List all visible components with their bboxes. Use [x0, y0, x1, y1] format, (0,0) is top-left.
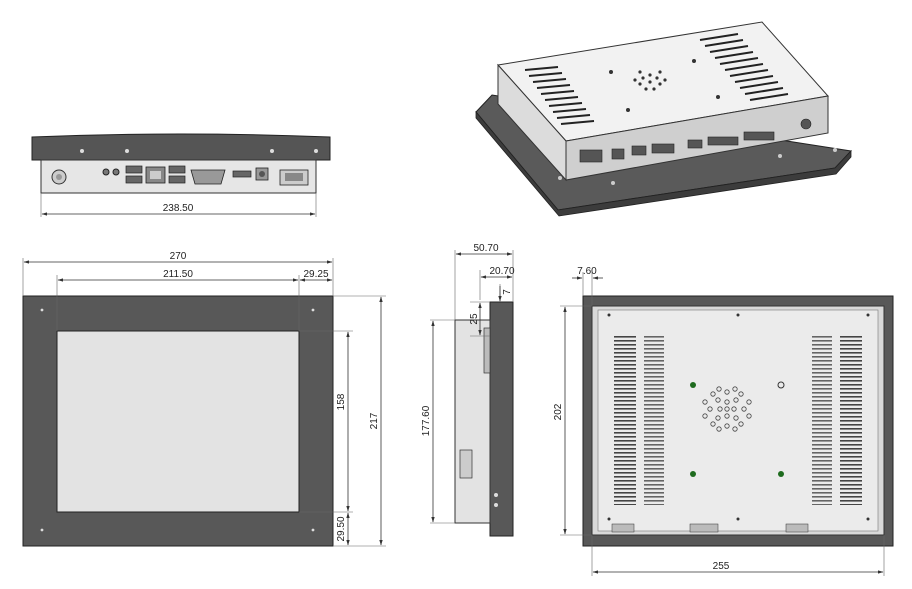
iso-vent-slots: [524, 33, 789, 125]
front-view: 270 211.50 29.25 217 158 29.50: [22, 251, 386, 547]
back-view: 7.60 202 255: [553, 266, 894, 576]
hdmi-port-icon: [232, 170, 252, 178]
back-vent-slots-right: [812, 335, 862, 505]
back-fan-grill-icon: [702, 386, 752, 432]
isometric-view: [475, 21, 853, 217]
dim-side-top-offset: 25: [469, 313, 480, 325]
bottom-view: 238.50: [31, 133, 331, 217]
dim-front-width: 270: [170, 251, 187, 262]
back-vent-slots-left: [614, 335, 664, 505]
bottom-view-bezel: [31, 133, 331, 161]
usb-port-icon: [125, 165, 186, 184]
iso-connector-face: [565, 95, 829, 181]
side-connector-icon: [459, 449, 473, 479]
dim-side-lip: 7: [502, 289, 513, 295]
dim-front-screen-height: 158: [336, 393, 347, 410]
side-bezel: [489, 301, 514, 537]
dim-front-height: 217: [369, 412, 380, 429]
dim-back-height: 202: [553, 403, 564, 420]
front-screen: [56, 330, 300, 513]
side-view: 50.70 20.70 25 7 177.60: [421, 243, 515, 537]
iso-fan-grill-icon: [633, 70, 667, 91]
iso-ports: [579, 118, 812, 163]
dim-bottom-width: 238.50: [163, 203, 194, 214]
dim-back-width: 255: [713, 561, 730, 572]
dim-front-right-border: 29.25: [303, 269, 328, 280]
dim-back-bezel-thickness: 7.60: [577, 266, 597, 277]
dim-side-body-height: 177.60: [421, 405, 432, 436]
vga-port-icon: [190, 169, 226, 185]
dim-front-bottom-border: 29.50: [336, 516, 347, 541]
dim-side-depth: 50.70: [473, 243, 498, 254]
dim-front-screen-width: 211.50: [163, 269, 193, 280]
dim-side-back-depth: 20.70: [489, 266, 514, 277]
